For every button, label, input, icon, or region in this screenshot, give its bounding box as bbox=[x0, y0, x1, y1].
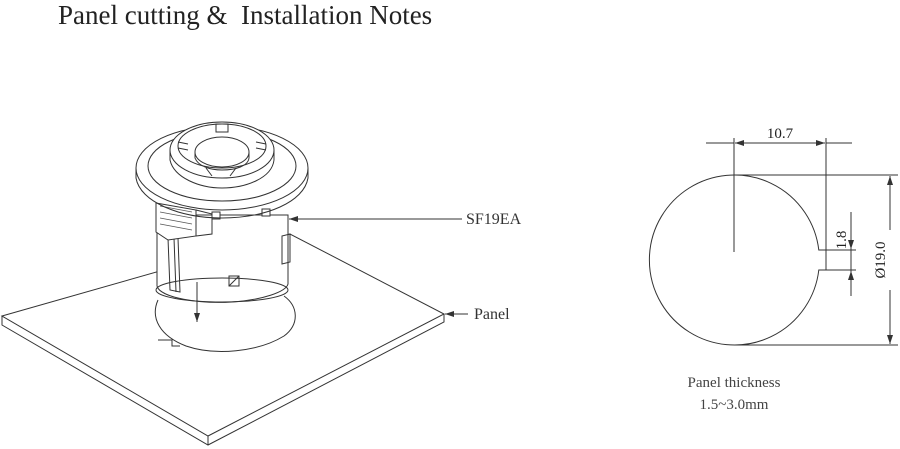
width-dim-text: 10.7 bbox=[767, 126, 794, 142]
panel-leader: Panel bbox=[445, 306, 510, 323]
panel-thickness-note: Panel thickness 1.5~3.0mm bbox=[634, 372, 834, 416]
button-body bbox=[135, 121, 309, 303]
note-line-2: 1.5~3.0mm bbox=[699, 397, 769, 413]
part-leader: SF19EA bbox=[289, 211, 522, 228]
page-title: Panel cutting & Installation Notes bbox=[58, 0, 433, 30]
panel-cutout bbox=[154, 295, 296, 352]
cutout-drawing bbox=[648, 174, 827, 346]
key-dimension: 1.8 bbox=[826, 212, 856, 296]
diameter-dim-text: Ø19.0 bbox=[873, 241, 889, 278]
part-label: SF19EA bbox=[466, 211, 522, 228]
diameter-dimension: Ø19.0 bbox=[734, 174, 898, 346]
note-line-1: Panel thickness bbox=[687, 375, 781, 391]
key-dim-text: 1.8 bbox=[834, 231, 850, 250]
width-dimension: 10.7 bbox=[706, 126, 852, 250]
panel-label: Panel bbox=[474, 306, 510, 323]
